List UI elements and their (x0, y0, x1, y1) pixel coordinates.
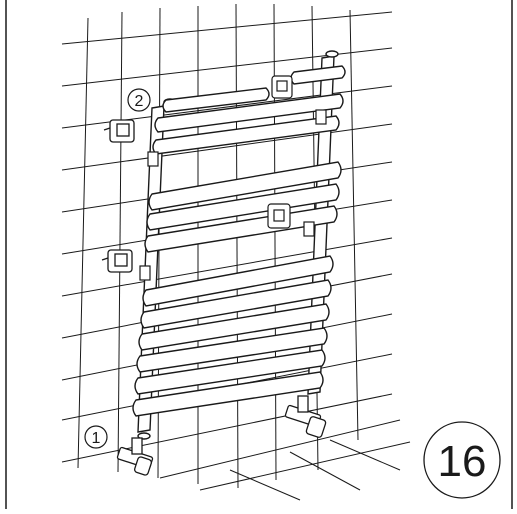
callout-1: 1 (84, 425, 108, 449)
callout-2: 2 (127, 88, 151, 112)
callout-2-label: 2 (135, 93, 144, 110)
radiator-brackets (139, 75, 327, 281)
right-valve (284, 395, 327, 438)
callout-1-label: 1 (92, 430, 101, 447)
radiator-bars (132, 65, 346, 417)
left-valve (116, 437, 154, 476)
loose-wall-bracket-lower (101, 249, 133, 273)
loose-wall-bracket-upper (103, 119, 135, 143)
step-number: 16 (438, 437, 487, 486)
step-number-badge: 16 (423, 421, 501, 499)
